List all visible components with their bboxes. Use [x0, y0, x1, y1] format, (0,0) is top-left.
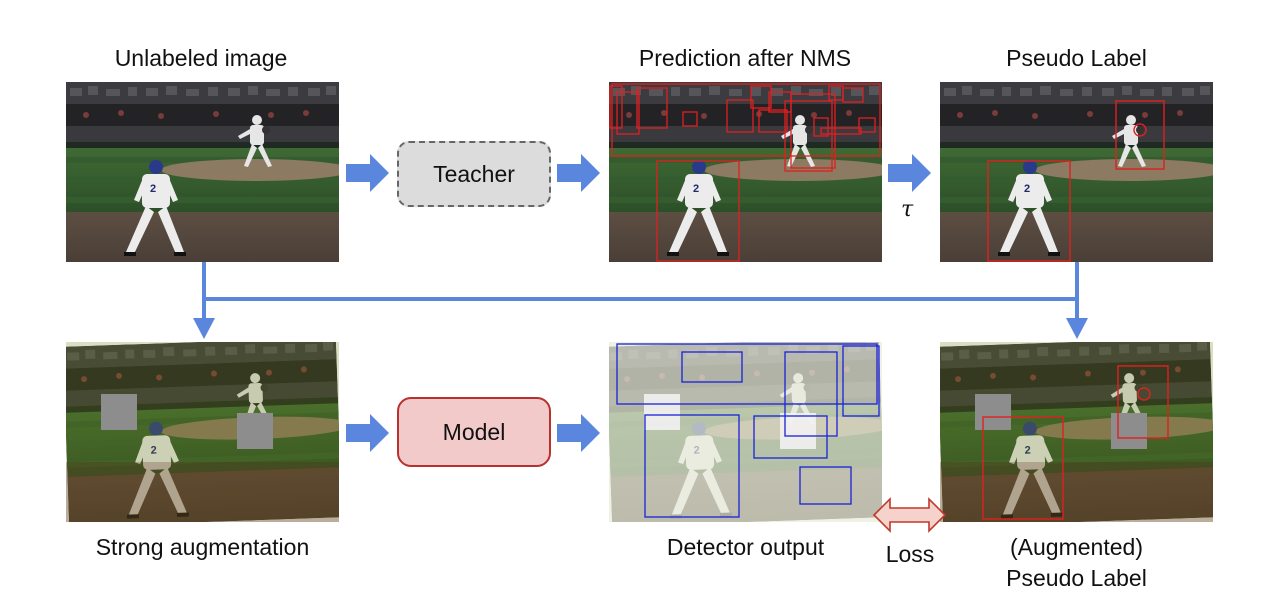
cutout-patch — [975, 394, 1011, 430]
detector-box — [799, 466, 852, 505]
augmented-box — [1117, 365, 1169, 439]
detector-box — [616, 343, 878, 405]
pseudo-label-box — [987, 160, 1071, 262]
detector-box — [644, 414, 740, 518]
cutout-patch — [101, 394, 137, 430]
label-augmented-line2: Pseudo Label — [1006, 565, 1147, 591]
baseball-scene-photo — [609, 342, 882, 522]
detector-box — [784, 351, 838, 437]
arrow-to-prediction — [557, 154, 600, 192]
augmented-boxes — [982, 365, 1169, 520]
loss-double-arrow — [872, 497, 947, 533]
label-loss: Loss — [885, 541, 935, 567]
label-augmented-line1: (Augmented) — [1010, 534, 1143, 560]
prediction-boxes — [609, 83, 881, 262]
arrow-to-model — [346, 414, 389, 452]
prediction-box — [784, 100, 833, 172]
detector-output-photo — [609, 342, 882, 522]
prediction-box — [813, 117, 829, 137]
label-unlabeled-image: Unlabeled image — [114, 45, 288, 71]
model-node: Model — [397, 397, 551, 467]
strong-augmentation-photo — [66, 342, 339, 522]
prediction-box — [611, 83, 881, 157]
prediction-box — [616, 91, 640, 135]
prediction-box — [726, 99, 754, 133]
augmented-box — [982, 416, 1064, 520]
arrow-to-detector — [557, 414, 600, 452]
prediction-box — [750, 85, 772, 109]
threshold-tau: τ — [901, 197, 914, 222]
prediction-box — [758, 109, 788, 133]
arrow-to-teacher — [346, 154, 389, 192]
baseball-scene-photo — [609, 82, 882, 262]
arrow-to-pseudo-label — [888, 154, 931, 192]
prediction-box — [609, 85, 623, 129]
prediction-box — [636, 87, 668, 129]
detector-boxes — [616, 343, 880, 518]
pseudo-label-boxes — [987, 100, 1165, 262]
prediction-box — [790, 93, 836, 169]
prediction-box — [842, 87, 864, 103]
prediction-box — [682, 111, 698, 127]
prediction-after-nms-photo — [609, 82, 882, 262]
teacher-node: Teacher — [397, 141, 551, 207]
label-pseudo-label: Pseudo Label — [1006, 45, 1147, 71]
detector-box — [753, 415, 828, 459]
label-prediction-after-nms: Prediction after NMS — [638, 45, 852, 71]
prediction-box — [858, 117, 876, 133]
pseudo-label-box — [1133, 123, 1147, 137]
pseudo-label-photo — [940, 82, 1213, 262]
augmented-pseudo-label-photo — [940, 342, 1213, 522]
cutout-patch — [237, 413, 273, 449]
augmented-box — [1137, 387, 1151, 401]
pseudo-label-box — [1115, 100, 1165, 170]
prediction-box — [656, 160, 740, 262]
label-detector-output: Detector output — [666, 534, 825, 560]
baseball-scene-photo — [940, 82, 1213, 262]
label-strong-augmentation: Strong augmentation — [95, 534, 310, 560]
prediction-box — [820, 127, 862, 135]
cutout-patch — [1111, 413, 1147, 449]
detector-box — [842, 345, 880, 417]
arrow-down-to-augmented-label — [1066, 318, 1088, 339]
baseball-scene-photo — [940, 342, 1213, 522]
arrow-down-to-augmentation — [193, 318, 215, 339]
baseball-scene-photo — [66, 342, 339, 522]
detector-box — [681, 351, 743, 383]
